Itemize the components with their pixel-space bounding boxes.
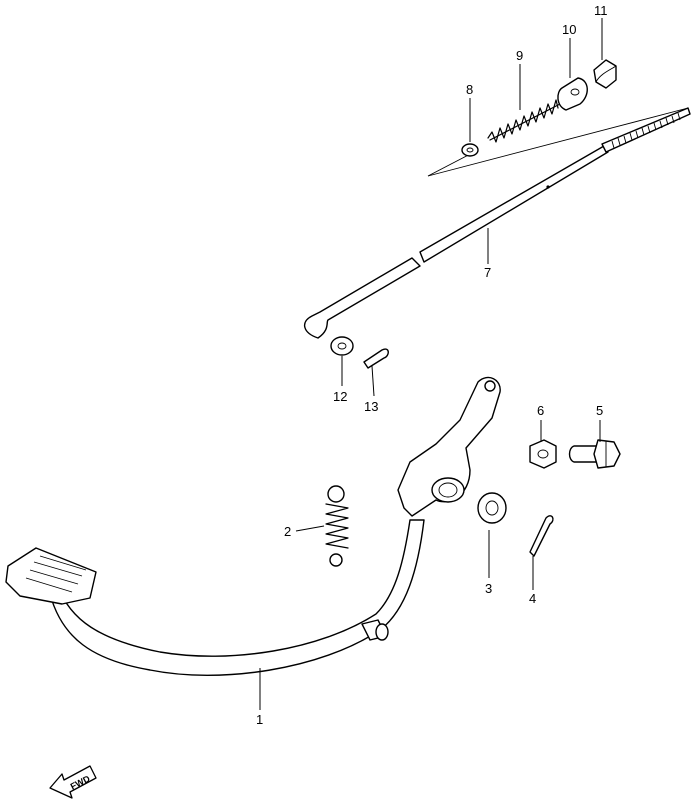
spring-part-9	[487, 99, 561, 143]
callout-3: 3	[485, 581, 492, 596]
cotter-pin-part-13	[363, 348, 389, 369]
washer-part-8	[461, 143, 479, 157]
washer-part-12	[330, 336, 354, 356]
leader-lines	[259, 18, 603, 710]
callout-10: 10	[562, 22, 576, 37]
callout-1: 1	[256, 712, 263, 727]
callout-12: 12	[333, 389, 347, 404]
fwd-arrow-icon	[49, 765, 97, 799]
callout-5: 5	[596, 403, 603, 418]
pivot-bolt-part-5	[568, 439, 621, 469]
cotter-pin-part-4	[529, 515, 554, 557]
callout-11: 11	[594, 3, 608, 18]
callout-8: 8	[466, 82, 473, 97]
brake-pedal-part-1	[5, 376, 501, 676]
nut-part-6	[529, 439, 557, 469]
joint-part-10	[557, 77, 588, 111]
callout-4: 4	[529, 591, 536, 606]
callout-7: 7	[484, 265, 491, 280]
washer-part-3	[477, 492, 507, 524]
callout-6: 6	[537, 403, 544, 418]
callout-2: 2	[284, 524, 291, 539]
adjusting-nut-part-11	[593, 59, 617, 89]
forward-direction-arrow: FWD	[49, 765, 97, 799]
brake-rod	[303, 107, 691, 339]
callout-13: 13	[364, 399, 378, 414]
return-spring-part-2	[325, 485, 349, 567]
callout-9: 9	[516, 48, 523, 63]
